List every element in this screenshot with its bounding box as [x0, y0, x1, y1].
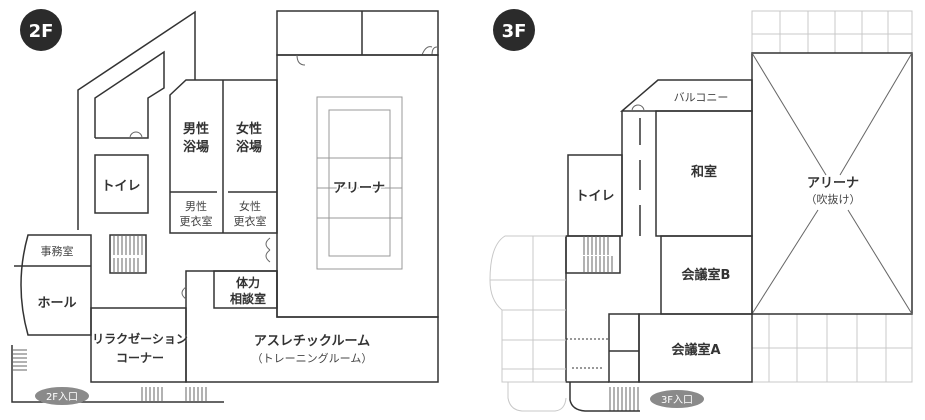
meeting-room-a-label: 会議室A [671, 342, 720, 358]
hall-label: ホール [37, 296, 76, 311]
floor-2f: 2F アリーナ 男性 浴場 女性 浴場 男性 更衣室 女性 更衣室 ト [11, 9, 439, 405]
entrance-3f-label: 3F入口 [661, 395, 693, 406]
hall-office-area [20, 234, 92, 336]
arena-3f-label: アリーナ [807, 176, 859, 191]
japanese-room-label: 和室 [691, 164, 717, 180]
fitness-consult-label-1: 体力 [236, 275, 260, 290]
womens-locker-label-2: 更衣室 [234, 214, 267, 228]
fitness-consult-label-2: 相談室 [230, 291, 266, 306]
womens-bath-label-1: 女性 [236, 121, 262, 137]
entrance-3f-pill [650, 390, 704, 408]
storage-room [276, 10, 439, 56]
stairs-2f-upper [109, 234, 147, 274]
floor-badge-3f-text: 3F [502, 21, 527, 42]
office-label: 事務室 [41, 244, 74, 258]
entrance-2f-label: 2F入口 [46, 392, 78, 403]
balcony-label: バルコニー [674, 91, 729, 104]
outer-wall-bottom [11, 345, 224, 403]
mens-bath-label-2: 浴場 [183, 139, 209, 155]
toilet-2f [94, 154, 149, 214]
relaxation-label-2: コーナー [116, 351, 164, 365]
mens-locker-label-2: 更衣室 [180, 214, 213, 228]
meeting-room-b-label: 会議室B [682, 267, 731, 283]
athletic-label: アスレチックルーム [254, 334, 370, 349]
mens-bath-label-1: 男性 [183, 121, 209, 137]
athletic-room [185, 270, 439, 383]
mens-locker-label-1: 男性 [185, 199, 207, 213]
corridor-outer [77, 10, 196, 230]
corridor-inner [94, 50, 165, 139]
athletic-sublabel: （トレーニングルーム） [252, 351, 373, 365]
roof-grid-bottom [751, 313, 913, 383]
arena-2f-label: アリーナ [333, 181, 385, 196]
womens-locker-label-1: 女性 [239, 199, 261, 213]
stairs-2f-bottom [12, 349, 207, 401]
meeting-room-a [638, 313, 753, 383]
arena-3f-sublabel: （吹抜け） [806, 192, 861, 206]
fitness-consult-room [213, 270, 278, 309]
stairs-3f [565, 235, 639, 411]
toilet-2f-label: トイレ [101, 179, 140, 194]
bath-area [169, 79, 278, 234]
floor-badge-2f-text: 2F [29, 21, 54, 42]
toilet-3f-label: トイレ [575, 189, 614, 204]
roof-grid-top [751, 10, 913, 54]
floor-badge-2f [20, 9, 62, 51]
roof-grid-left [489, 235, 567, 412]
floor-3f: 3F アリーナ （吹抜け） バルコニー 和室 [489, 9, 913, 412]
floor-badge-3f [493, 9, 535, 51]
relaxation-label-1: リラクゼーション [92, 331, 188, 346]
entrance-2f-pill [35, 387, 89, 405]
womens-bath-label-2: 浴場 [236, 139, 262, 155]
